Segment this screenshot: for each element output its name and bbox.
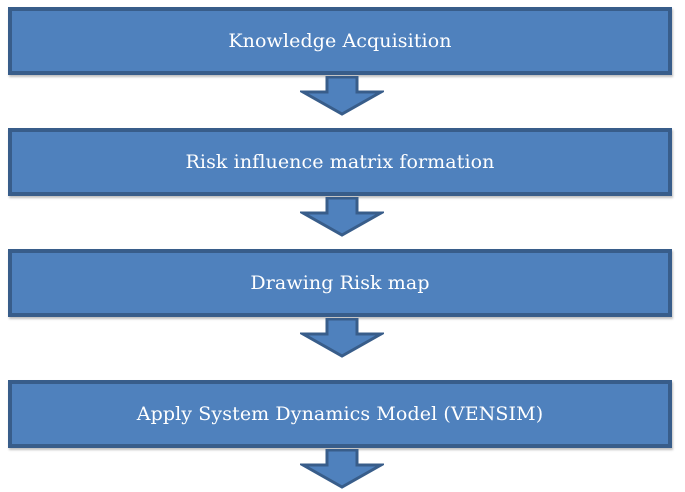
- down-arrow-icon: [300, 197, 384, 237]
- step-drawing-risk-map: Drawing Risk map: [8, 249, 672, 317]
- down-arrow-icon: [300, 76, 384, 116]
- down-arrow-icon: [300, 318, 384, 358]
- step-label: Drawing Risk map: [250, 272, 430, 294]
- step-label: Apply System Dynamics Model (VENSIM): [136, 403, 544, 425]
- down-arrow-icon: [300, 449, 384, 489]
- step-knowledge-acquisition: Knowledge Acquisition: [8, 7, 672, 75]
- step-label: Knowledge Acquisition: [228, 30, 452, 52]
- step-apply-system-dynamics: Apply System Dynamics Model (VENSIM): [8, 380, 672, 448]
- step-risk-influence-matrix: Risk influence matrix formation: [8, 128, 672, 196]
- step-label: Risk influence matrix formation: [185, 151, 495, 173]
